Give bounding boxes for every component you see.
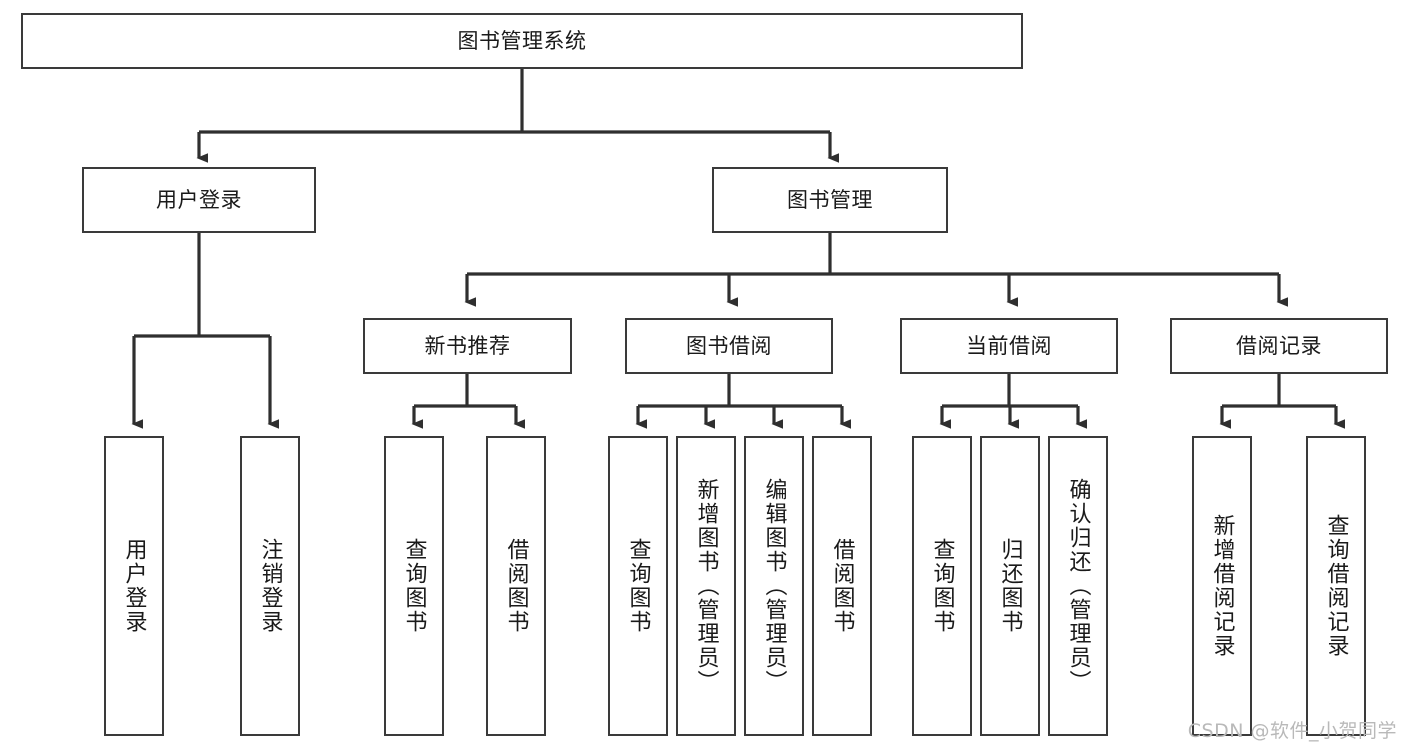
leaf-user-login-logout[interactable]: 注销登录 — [240, 436, 300, 736]
node-label: 归还图书 — [997, 538, 1023, 634]
node-label: 用户登录 — [156, 187, 242, 212]
leaf-new-book-query[interactable]: 查询图书 — [384, 436, 444, 736]
leaf-book-borrow-query[interactable]: 查询图书 — [608, 436, 668, 736]
node-borrow-record[interactable]: 借阅记录 — [1170, 318, 1388, 374]
node-label: 图书借阅 — [686, 333, 772, 358]
node-book-borrow[interactable]: 图书借阅 — [625, 318, 833, 374]
node-label: 借阅记录 — [1236, 333, 1322, 358]
node-label: 注销登录 — [257, 538, 283, 634]
node-label: 图书管理 — [787, 187, 873, 212]
node-label: 借阅图书 — [503, 538, 529, 634]
node-user-login[interactable]: 用户登录 — [82, 167, 316, 233]
node-label: 编辑图书（管理员） — [761, 478, 787, 694]
leaf-current-borrow-confirm-return[interactable]: 确认归还（管理员） — [1048, 436, 1108, 736]
leaf-borrow-record-add[interactable]: 新增借阅记录 — [1192, 436, 1252, 736]
node-label: 新增图书（管理员） — [693, 478, 719, 694]
leaf-book-borrow-borrow[interactable]: 借阅图书 — [812, 436, 872, 736]
leaf-book-borrow-edit[interactable]: 编辑图书（管理员） — [744, 436, 804, 736]
leaf-current-borrow-query[interactable]: 查询图书 — [912, 436, 972, 736]
node-current-borrow[interactable]: 当前借阅 — [900, 318, 1118, 374]
leaf-user-login-login[interactable]: 用户登录 — [104, 436, 164, 736]
csdn-watermark: CSDN @软件_小贺同学 — [1187, 720, 1397, 742]
node-new-book-recommend[interactable]: 新书推荐 — [363, 318, 572, 374]
node-label: 图书管理系统 — [457, 28, 587, 53]
node-label: 查询图书 — [625, 538, 651, 634]
node-root-system[interactable]: 图书管理系统 — [21, 13, 1023, 69]
node-label: 查询图书 — [929, 538, 955, 634]
node-label: 当前借阅 — [966, 333, 1052, 358]
node-label: 新书推荐 — [424, 333, 511, 358]
leaf-current-borrow-return[interactable]: 归还图书 — [980, 436, 1040, 736]
node-label: 查询图书 — [401, 538, 427, 634]
leaf-new-book-borrow[interactable]: 借阅图书 — [486, 436, 546, 736]
leaf-borrow-record-query[interactable]: 查询借阅记录 — [1306, 436, 1366, 736]
node-label: 借阅图书 — [829, 538, 855, 634]
node-label: 确认归还（管理员） — [1065, 478, 1091, 694]
node-label: 新增借阅记录 — [1209, 514, 1235, 658]
node-label: 用户登录 — [121, 538, 147, 634]
node-label: 查询借阅记录 — [1323, 514, 1349, 658]
node-book-management[interactable]: 图书管理 — [712, 167, 948, 233]
leaf-book-borrow-add[interactable]: 新增图书（管理员） — [676, 436, 736, 736]
